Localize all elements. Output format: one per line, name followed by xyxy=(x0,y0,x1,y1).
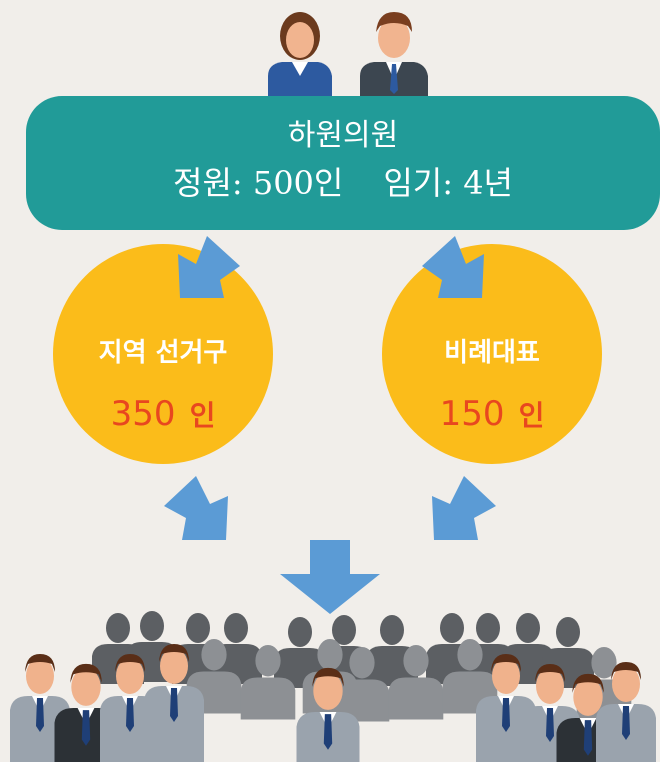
person-icon xyxy=(596,662,656,762)
proportional-count-number: 150 xyxy=(439,394,505,434)
district-count-number: 350 xyxy=(110,394,176,434)
banner-stats: 정원: 500인 임기: 4년 xyxy=(26,158,660,204)
banner-title: 하원의원 xyxy=(287,118,399,153)
person-silhouette-icon xyxy=(240,644,296,720)
female-representative-icon xyxy=(268,12,332,96)
arrow-down-left-icon xyxy=(432,476,496,540)
proportional-count-unit: 인 xyxy=(518,399,545,432)
term-text: 임기: 4년 xyxy=(383,164,513,202)
proportional-label: 비례대표 xyxy=(444,338,540,368)
arrow-down-icon xyxy=(280,540,380,614)
person-silhouette-icon xyxy=(388,644,444,720)
proportional-count: 150 인 xyxy=(382,394,602,434)
person-icon xyxy=(296,667,360,762)
arrow-down-right-icon xyxy=(422,236,484,298)
district-count: 350 인 xyxy=(53,394,273,434)
seats-text: 정원: 500인 xyxy=(173,164,344,202)
district-count-unit: 인 xyxy=(189,399,216,432)
male-representative-icon xyxy=(360,12,428,96)
person-icon xyxy=(144,644,204,762)
district-circle: 지역 선거구 350 인 xyxy=(53,244,273,464)
person-silhouette-icon xyxy=(334,646,390,722)
arrow-down-right-icon xyxy=(164,476,228,540)
district-label: 지역 선거구 xyxy=(98,338,228,368)
arrow-down-left-icon xyxy=(178,236,240,298)
house-members-banner: 하원의원 정원: 500인 임기: 4년 xyxy=(26,96,660,230)
proportional-circle: 비례대표 150 인 xyxy=(382,244,602,464)
